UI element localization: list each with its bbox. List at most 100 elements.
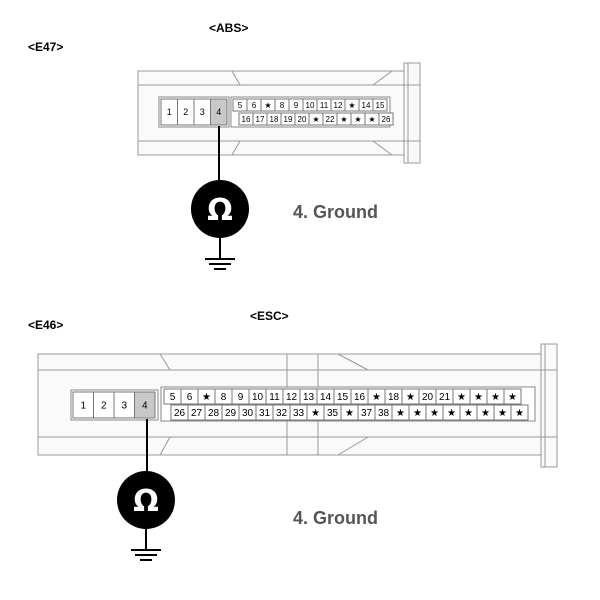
bottom-row1-pin-unused: ★ xyxy=(503,388,522,405)
top-row2-pin-label: 18 xyxy=(270,115,279,124)
top-row1-pin-14: 14 xyxy=(358,98,374,112)
bottom-row2-pin-label: 26 xyxy=(174,408,186,419)
bottom-row2-pin-label: ★ xyxy=(430,408,439,419)
bottom-row2-pin-26: 26 xyxy=(170,404,189,421)
top-left-pin-label: 2 xyxy=(183,107,188,117)
bottom-ohmmeter: Ω xyxy=(117,471,175,529)
bottom-ohm-symbol: Ω xyxy=(133,484,159,519)
top-row2-pin-16: 16 xyxy=(238,112,254,126)
top-row2-pin-unused: ★ xyxy=(350,112,366,126)
top-left-pin-3: 3 xyxy=(193,98,211,126)
bottom-row1-pin-unused: ★ xyxy=(469,388,488,405)
bottom-left-pin-label: 3 xyxy=(121,401,127,412)
top-row1-pin-9: 9 xyxy=(288,98,304,112)
bottom-row1-pin-label: 13 xyxy=(303,392,315,403)
bottom-row1-pin-label: ★ xyxy=(474,392,483,403)
bottom-row1-pin-11: 11 xyxy=(265,388,284,405)
bottom-row2-pin-label: ★ xyxy=(515,408,524,419)
bottom-row2-pin-unused: ★ xyxy=(476,404,495,421)
bottom-ground-icon xyxy=(131,549,161,561)
bottom-row1-pin-8: 8 xyxy=(214,388,233,405)
top-row1-pin-label: 12 xyxy=(334,101,343,110)
top-row2-pin-label: ★ xyxy=(312,115,319,124)
bottom-row1-pin-14: 14 xyxy=(316,388,335,405)
bottom-left-pin-1: 1 xyxy=(72,391,94,419)
bottom-ground-label: 4. Ground xyxy=(293,508,378,528)
bottom-row1-pin-9: 9 xyxy=(231,388,250,405)
top-left-pin-label: 1 xyxy=(167,107,172,117)
bottom-module-name: <ESC> xyxy=(250,309,289,323)
bottom-row1-pin-16: 16 xyxy=(350,388,369,405)
top-row2-pin-label: 22 xyxy=(326,115,335,124)
top-row2-pin-unused: ★ xyxy=(336,112,352,126)
bottom-row2-pin-label: ★ xyxy=(498,408,507,419)
top-row2-pin-label: ★ xyxy=(368,115,375,124)
top-row2-pin-19: 19 xyxy=(280,112,296,126)
bottom-row1-pin-label: 20 xyxy=(422,392,434,403)
bottom-row2-pin-label: ★ xyxy=(447,408,456,419)
top-row2-pin-unused: ★ xyxy=(308,112,324,126)
top-row1-pin-label: 11 xyxy=(320,101,329,110)
bottom-left-pin-label: 4 xyxy=(142,401,148,412)
top-row2-pin-18: 18 xyxy=(266,112,282,126)
top-row1-pin-label: 5 xyxy=(238,101,243,110)
bottom-row2-pin-28: 28 xyxy=(204,404,223,421)
bottom-row1-pin-label: 14 xyxy=(320,392,332,403)
bottom-row1-pin-label: 5 xyxy=(170,392,176,403)
bottom-left-pin-3: 3 xyxy=(113,391,135,419)
bottom-row1-pin-label: ★ xyxy=(508,392,517,403)
bottom-row2-pin-38: 38 xyxy=(374,404,393,421)
bottom-row2-pin-label: ★ xyxy=(396,408,405,419)
top-module-name: <ABS> xyxy=(209,21,248,35)
top-row2-pin-20: 20 xyxy=(294,112,310,126)
bottom-row2-pin-unused: ★ xyxy=(340,404,359,421)
bottom-row2-pin-label: 32 xyxy=(276,408,288,419)
top-row1-pin-label: 6 xyxy=(252,101,257,110)
top-row2-pin-label: 16 xyxy=(242,115,251,124)
bottom-row1-pin-10: 10 xyxy=(248,388,267,405)
top-row1-pin-6: 6 xyxy=(246,98,262,112)
bottom-connector-id: <E46> xyxy=(28,318,63,332)
bottom-row1-pin-label: ★ xyxy=(202,392,211,403)
top-ohm-symbol: Ω xyxy=(207,193,233,228)
bottom-row1-pin-label: 8 xyxy=(221,392,227,403)
bottom-row2-pin-label: 27 xyxy=(191,408,203,419)
bottom-left-pin-2: 2 xyxy=(93,391,115,419)
top-row1-pin-label: 9 xyxy=(294,101,299,110)
bottom-ohm-meter-circle xyxy=(117,471,175,529)
bottom-row1-pin-20: 20 xyxy=(418,388,437,405)
bottom-row2-pin-unused: ★ xyxy=(391,404,410,421)
bottom-row2-pin-27: 27 xyxy=(187,404,206,421)
bottom-row2-pin-33: 33 xyxy=(289,404,308,421)
bottom-row1-pin-label: 21 xyxy=(439,392,451,403)
bottom-row2-pin-label: ★ xyxy=(481,408,490,419)
bottom-row2-pin-label: 28 xyxy=(208,408,220,419)
top-row2-pin-label: ★ xyxy=(340,115,347,124)
bottom-row1-pin-unused: ★ xyxy=(452,388,471,405)
top-ground-label: 4. Ground xyxy=(293,202,378,222)
bottom-row1-pin-5: 5 xyxy=(163,388,182,405)
bottom-row1-pin-label: 12 xyxy=(286,392,298,403)
top-row2-pin-unused: ★ xyxy=(364,112,380,126)
top-row2-pin-26: 26 xyxy=(378,112,394,126)
top-row1-pin-8: 8 xyxy=(274,98,290,112)
top-row1-pin-label: 15 xyxy=(376,101,385,110)
bottom-row2-pin-label: 30 xyxy=(242,408,254,419)
top-row1-pin-10: 10 xyxy=(302,98,318,112)
bottom-row2-pin-30: 30 xyxy=(238,404,257,421)
bottom-row2-pin-label: 37 xyxy=(361,408,373,419)
top-row2-pin-17: 17 xyxy=(252,112,268,126)
top-left-pin-4: 4 xyxy=(210,98,228,126)
top-row1-pin-12: 12 xyxy=(330,98,346,112)
bottom-row1-pin-13: 13 xyxy=(299,388,318,405)
bottom-row2-pin-unused: ★ xyxy=(493,404,512,421)
bottom-row1-pin-6: 6 xyxy=(180,388,199,405)
bottom-row1-pin-21: 21 xyxy=(435,388,454,405)
